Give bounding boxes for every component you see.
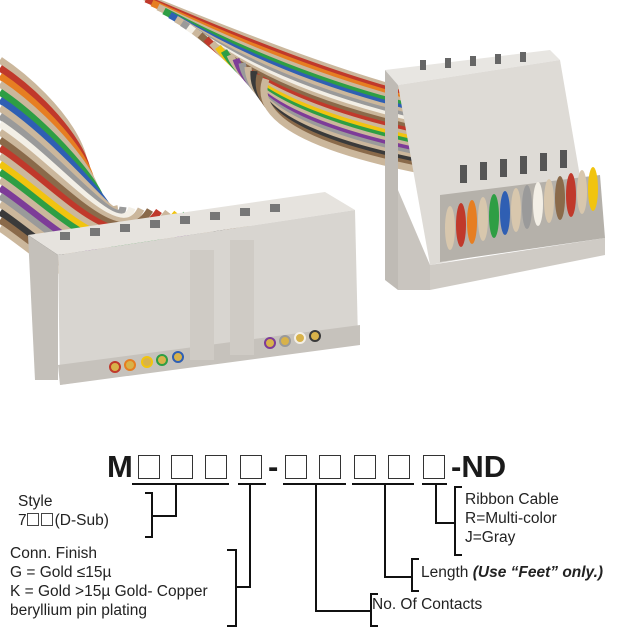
style-label: Style 7 (D-Sub) (18, 492, 109, 530)
wire-end (522, 185, 532, 229)
contact-pin (109, 361, 121, 373)
placeholder-box (240, 455, 262, 479)
connector-contacts (315, 484, 378, 627)
finish-option-k: K = Gold >15µ Gold- Copper (10, 583, 208, 600)
placeholder-box (285, 455, 307, 479)
wire-end (489, 194, 499, 238)
part-separator: - (268, 449, 279, 484)
style-prefix: 7 (18, 512, 27, 529)
finish-label: Conn. Finish G = Gold ≤15µ K = Gold >15µ… (10, 544, 208, 620)
ribbon-cable-assembly-photo (0, 0, 605, 385)
wire-end (588, 167, 598, 211)
contact-pin (156, 354, 168, 366)
contact-pin (141, 356, 153, 368)
length-title: Length (421, 564, 469, 581)
part-suffix: -ND (451, 449, 507, 484)
cable-label: Ribbon Cable R=Multi-color J=Gray (465, 490, 559, 547)
cable-option-j: J=Gray (465, 529, 516, 546)
wire-end (500, 191, 510, 235)
placeholder-box (40, 513, 53, 526)
placeholder-box (354, 455, 376, 479)
cable-title: Ribbon Cable (465, 491, 559, 508)
left-idc-connector (28, 192, 360, 385)
connector-finish (227, 484, 251, 627)
wire-end (456, 203, 466, 247)
placeholder-box (26, 513, 39, 526)
style-suffix: (D-Sub) (54, 512, 109, 529)
wire-end (544, 179, 554, 223)
placeholder-box (388, 455, 410, 479)
contact-pin (264, 337, 276, 349)
part-prefix: M (107, 449, 133, 484)
style-value: 7 (D-Sub) (18, 511, 109, 530)
contact-pin (294, 332, 306, 344)
contact-pin (309, 330, 321, 342)
style-title: Style (18, 493, 53, 510)
placeholder-box (205, 455, 227, 479)
wire-end (533, 182, 543, 226)
wire-end (445, 206, 455, 250)
right-idc-connector (385, 50, 605, 290)
wire-end (511, 188, 521, 232)
finish-option-k-cont: beryllium pin plating (10, 602, 147, 619)
finish-option-g: G = Gold ≤15µ (10, 564, 112, 581)
contact-pin (172, 351, 184, 363)
connector-style (145, 484, 177, 538)
contacts-label: No. Of Contacts (372, 596, 483, 613)
connector-length (384, 484, 419, 592)
connector-cable (435, 484, 462, 556)
contact-pin (279, 335, 291, 347)
placeholder-box (171, 455, 193, 479)
length-label: Length (Use “Feet” only.) (421, 563, 603, 582)
placeholder-box (138, 455, 160, 479)
wire-end (467, 200, 477, 244)
placeholder-box (319, 455, 341, 479)
finish-title: Conn. Finish (10, 545, 98, 562)
cable-option-r: R=Multi-color (465, 510, 557, 527)
placeholder-box (423, 455, 445, 479)
wire-end (555, 176, 565, 220)
wire-end (577, 170, 587, 214)
wire-end (478, 197, 488, 241)
wire-end (566, 173, 576, 217)
length-note: (Use “Feet” only.) (472, 564, 604, 581)
contact-pin (124, 359, 136, 371)
